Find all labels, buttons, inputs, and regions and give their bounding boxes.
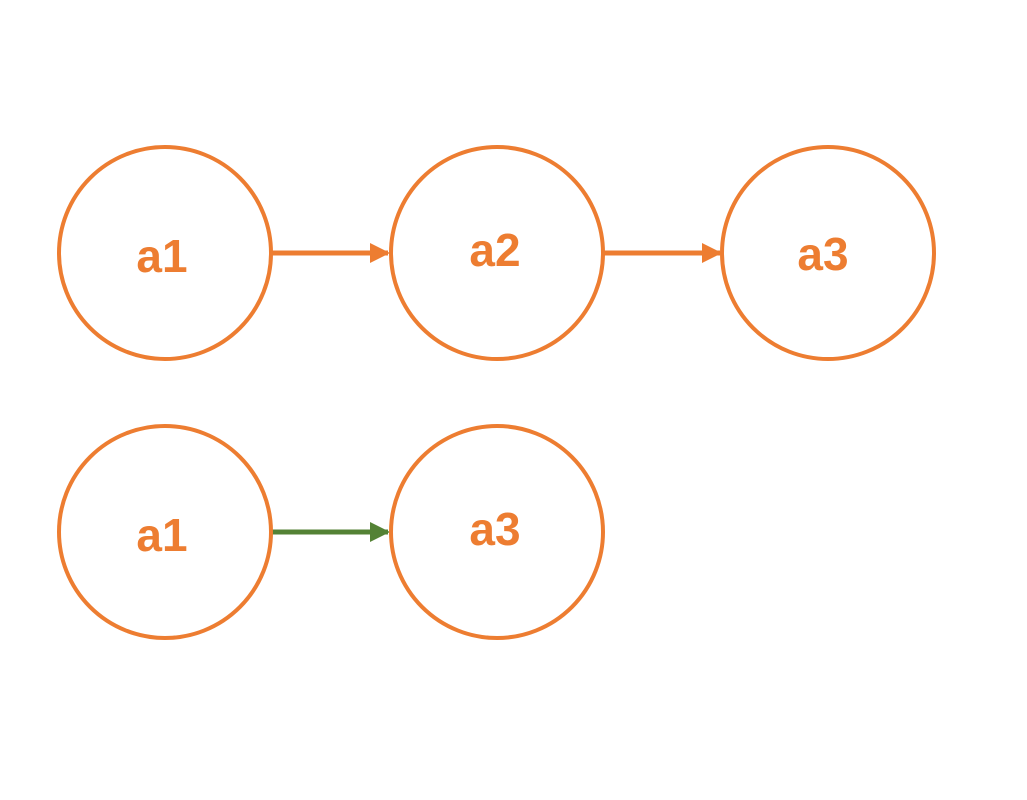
node-label: a1 [136,509,187,561]
node-label: a3 [469,503,520,555]
node-circle [57,145,273,361]
node-circle [720,145,936,361]
node-a1: a1 [57,424,273,640]
chain-row-1: a1 a2 a3 [57,145,936,361]
node-circle [389,424,605,640]
node-circle [57,424,273,640]
node-a3: a3 [720,145,936,361]
chain-row-2: a1 a3 [57,424,605,640]
node-label: a3 [797,228,848,280]
node-a2: a2 [389,145,605,361]
node-label: a2 [469,224,520,276]
node-a3: a3 [389,424,605,640]
node-circle [389,145,605,361]
node-label: a1 [136,230,187,282]
node-a1: a1 [57,145,273,361]
